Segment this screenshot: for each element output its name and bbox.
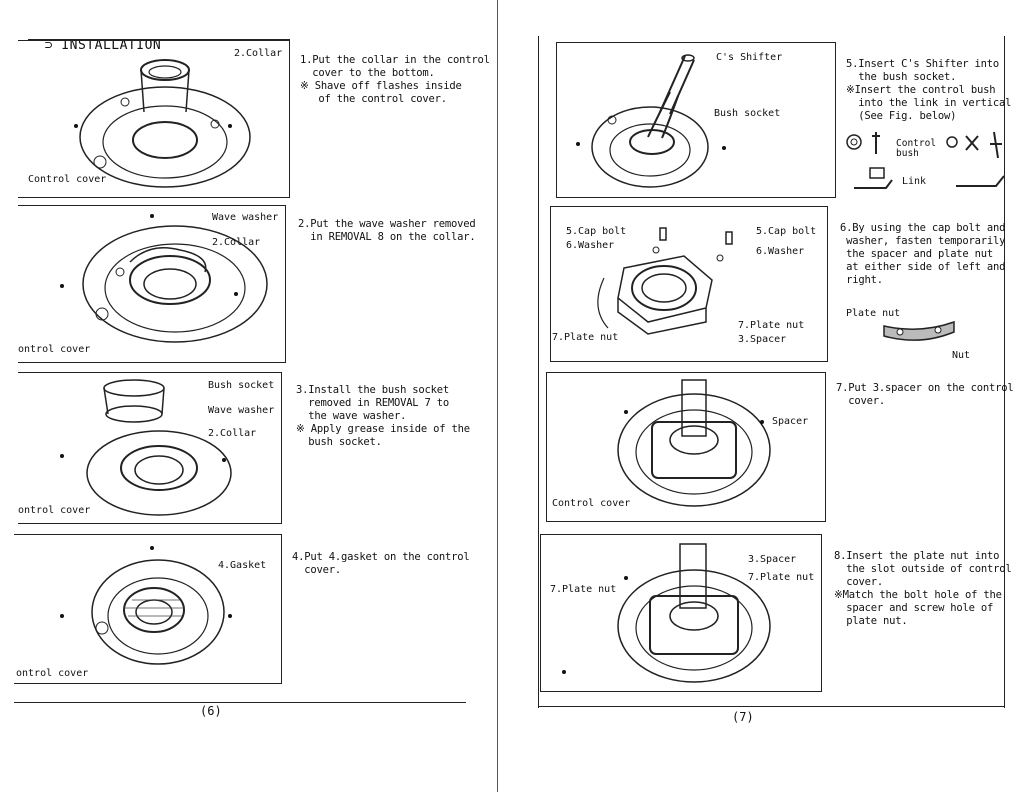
right-page-right-border — [1004, 36, 1005, 708]
left-page-bottom-rule — [14, 702, 466, 703]
fastener-dot — [760, 420, 764, 424]
fastener-dot — [624, 576, 628, 580]
fastener-dot — [74, 124, 78, 128]
step2-wave-washer-illustration — [82, 225, 268, 343]
step5-orientation-diagram — [846, 131, 1005, 189]
step2-label-wave-washer: Wave washer — [212, 212, 279, 223]
step1-label-control-cover: Control cover — [28, 174, 107, 185]
fastener-dot — [624, 410, 628, 414]
step6-label-cap-bolt-left: 5.Cap bolt — [566, 226, 627, 237]
step6-instruction: 6.By using the cap bolt and washer, fast… — [840, 222, 1006, 286]
section-title: ⊃ INSTALLATION — [44, 38, 162, 53]
step3-label-wave-washer: Wave washer — [208, 405, 275, 416]
step8-plate-nut-illustration — [617, 543, 771, 683]
step6-plate-nut-diagram — [883, 320, 955, 341]
step7-spacer-illustration — [617, 379, 771, 507]
step3-figure-frame — [18, 372, 282, 524]
step3-label-collar: 2.Collar — [208, 428, 257, 439]
step1-label-collar: 2.Collar — [234, 48, 283, 59]
fastener-dot — [60, 454, 64, 458]
fastener-dot — [722, 146, 726, 150]
step6-label-cap-bolt-right: 5.Cap bolt — [756, 226, 817, 237]
step6-label-plate-nut-left: 7.Plate nut — [552, 332, 619, 343]
step6-label-washer-right: 6.Washer — [756, 246, 805, 257]
step7-label-spacer: Spacer — [772, 416, 809, 427]
step8-label-spacer: 3.Spacer — [748, 554, 797, 565]
step4-figure-frame — [14, 534, 282, 684]
step7-figure-frame — [546, 372, 826, 522]
header-rule — [28, 39, 290, 41]
fastener-dot — [222, 458, 226, 462]
left-page-number: (6) — [200, 704, 222, 718]
fastener-dot — [562, 670, 566, 674]
step5-sublabel-link: Link — [902, 176, 927, 187]
fastener-dot — [234, 292, 238, 296]
fastener-dot — [228, 124, 232, 128]
step5-instruction: 5.Insert C's Shifter into the bush socke… — [846, 58, 1012, 122]
fastener-dot — [60, 284, 64, 288]
step1-figure-frame — [18, 40, 290, 198]
right-page-number: (7) — [732, 710, 754, 724]
fastener-dot — [150, 546, 154, 550]
step4-label-gasket: 4.Gasket — [218, 560, 267, 571]
step8-label-plate-nut-right: 7.Plate nut — [748, 572, 815, 583]
step3-label-control-cover: ontrol cover — [18, 505, 91, 516]
step4-label-control-cover: ontrol cover — [16, 668, 89, 679]
fastener-dot — [576, 142, 580, 146]
step1-collar-illustration — [79, 59, 251, 188]
step7-label-control-cover: Control cover — [552, 498, 631, 509]
step6-figure-frame — [550, 206, 828, 362]
step2-label-collar: 2.Collar — [212, 237, 261, 248]
step6-label-spacer: 3.Spacer — [738, 334, 787, 345]
step4-gasket-illustration — [91, 559, 225, 665]
step2-label-control-cover: ontrol cover — [18, 344, 91, 355]
section-bracket-icon: ⊃ — [44, 38, 62, 53]
step5-sublabel-bush: bush — [896, 148, 919, 159]
step8-label-plate-nut-left: 7.Plate nut — [550, 584, 617, 595]
page-gutter — [497, 0, 498, 792]
step2-instruction: 2.Put the wave washer removed in REMOVAL… — [298, 218, 476, 243]
step4-instruction: 4.Put 4.gasket on the control cover. — [292, 551, 470, 576]
step3-instruction: 3.Install the bush socket removed in REM… — [296, 384, 470, 448]
step5-figure-frame — [556, 42, 836, 198]
step8-instruction: 8.Insert the plate nut into the slot out… — [834, 550, 1012, 627]
step6-sublabel-plate-nut: Plate nut — [846, 308, 901, 319]
right-page-left-border — [538, 36, 539, 708]
step5-shifter-illustration — [591, 54, 709, 188]
fastener-dot — [228, 614, 232, 618]
right-page-bottom-rule — [538, 706, 1004, 707]
step6-sublabel-nut: Nut — [952, 350, 971, 361]
step6-label-washer-left: 6.Washer — [566, 240, 615, 251]
fastener-dot — [150, 214, 154, 218]
step3-label-bush-socket: Bush socket — [208, 380, 275, 391]
step1-instruction: 1.Put the collar in the control cover to… — [300, 54, 490, 105]
step8-figure-frame — [540, 534, 822, 692]
step5-label-bush-socket: Bush socket — [714, 108, 781, 119]
step7-instruction: 7.Put 3.spacer on the control cover. — [836, 382, 1014, 407]
step5-sublabel-control: Control — [896, 138, 937, 149]
step3-bush-socket-illustration — [86, 379, 232, 516]
fastener-dot — [60, 614, 64, 618]
step6-cap-bolt-illustration — [597, 227, 733, 335]
step2-figure-frame — [18, 205, 286, 363]
step5-label-shifter: C's Shifter — [716, 52, 783, 63]
step6-label-plate-nut-right: 7.Plate nut — [738, 320, 805, 331]
